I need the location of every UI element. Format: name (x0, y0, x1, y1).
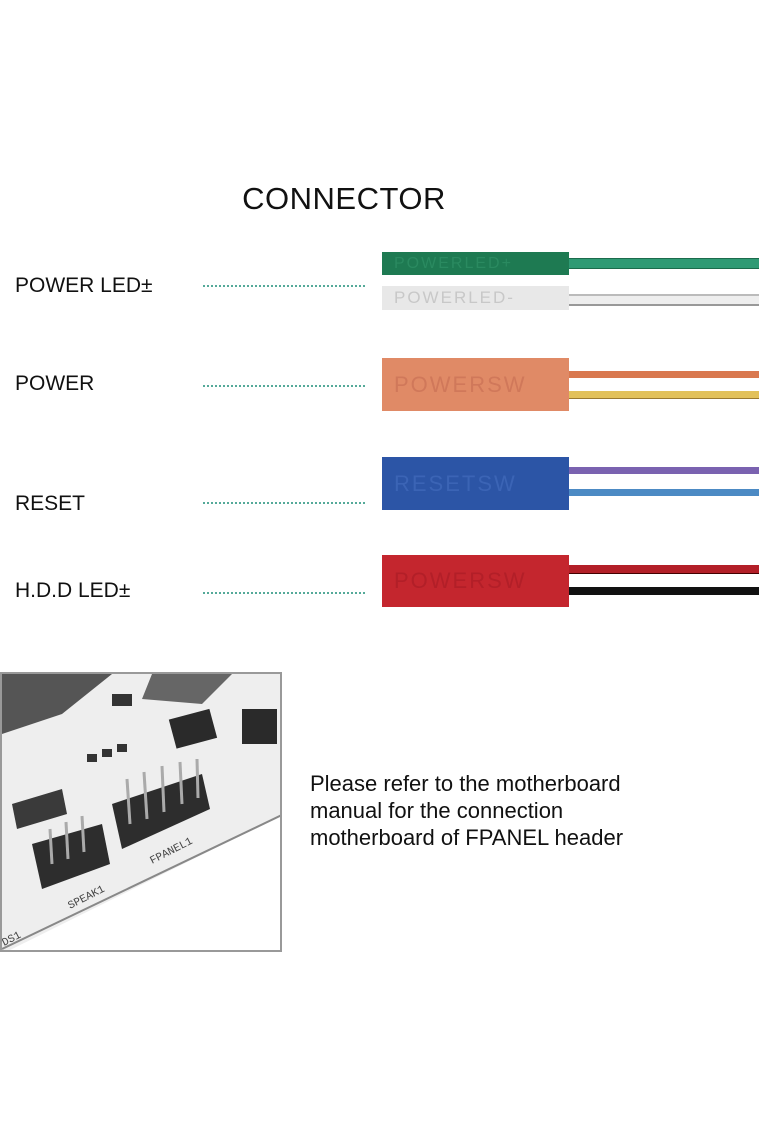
note-line: motherboard of FPANEL header (310, 825, 624, 850)
wire-green (569, 258, 759, 269)
wire-red (569, 565, 759, 574)
label-reset: RESET (15, 492, 86, 515)
connector-power-led-plus: POWERLED+ (382, 252, 569, 275)
leader-line-hdd-led (203, 592, 365, 594)
connector-reset-sw: RESETSW (382, 457, 569, 510)
label-power: POWER (15, 372, 95, 395)
note-line: manual for the connection (310, 798, 564, 823)
connector-power-led-minus: POWERLED- (382, 286, 569, 310)
label-power-led: POWER LED± (15, 274, 153, 297)
connector-hdd-led: POWERSW (382, 555, 569, 607)
label-hdd-led: H.D.D LED± (15, 579, 131, 602)
note-line: Please refer to the motherboard (310, 771, 621, 796)
wire-white (569, 294, 759, 306)
wire-purple (569, 467, 759, 474)
leader-line-power-led (203, 285, 365, 287)
motherboard-photo: FPANEL1 SPEAK1 DS1 (0, 672, 282, 952)
diagram-title: CONNECTOR (242, 181, 446, 216)
wire-yellow (569, 391, 759, 399)
pcb-illustration: FPANEL1 SPEAK1 DS1 (2, 674, 280, 950)
wire-orange (569, 371, 759, 378)
leader-line-reset (203, 502, 365, 504)
instruction-note: Please refer to the motherboard manual f… (310, 770, 623, 851)
wire-light-blue (569, 489, 759, 496)
leader-line-power (203, 385, 365, 387)
wire-black (569, 587, 759, 595)
connector-power-sw: POWERSW (382, 358, 569, 411)
